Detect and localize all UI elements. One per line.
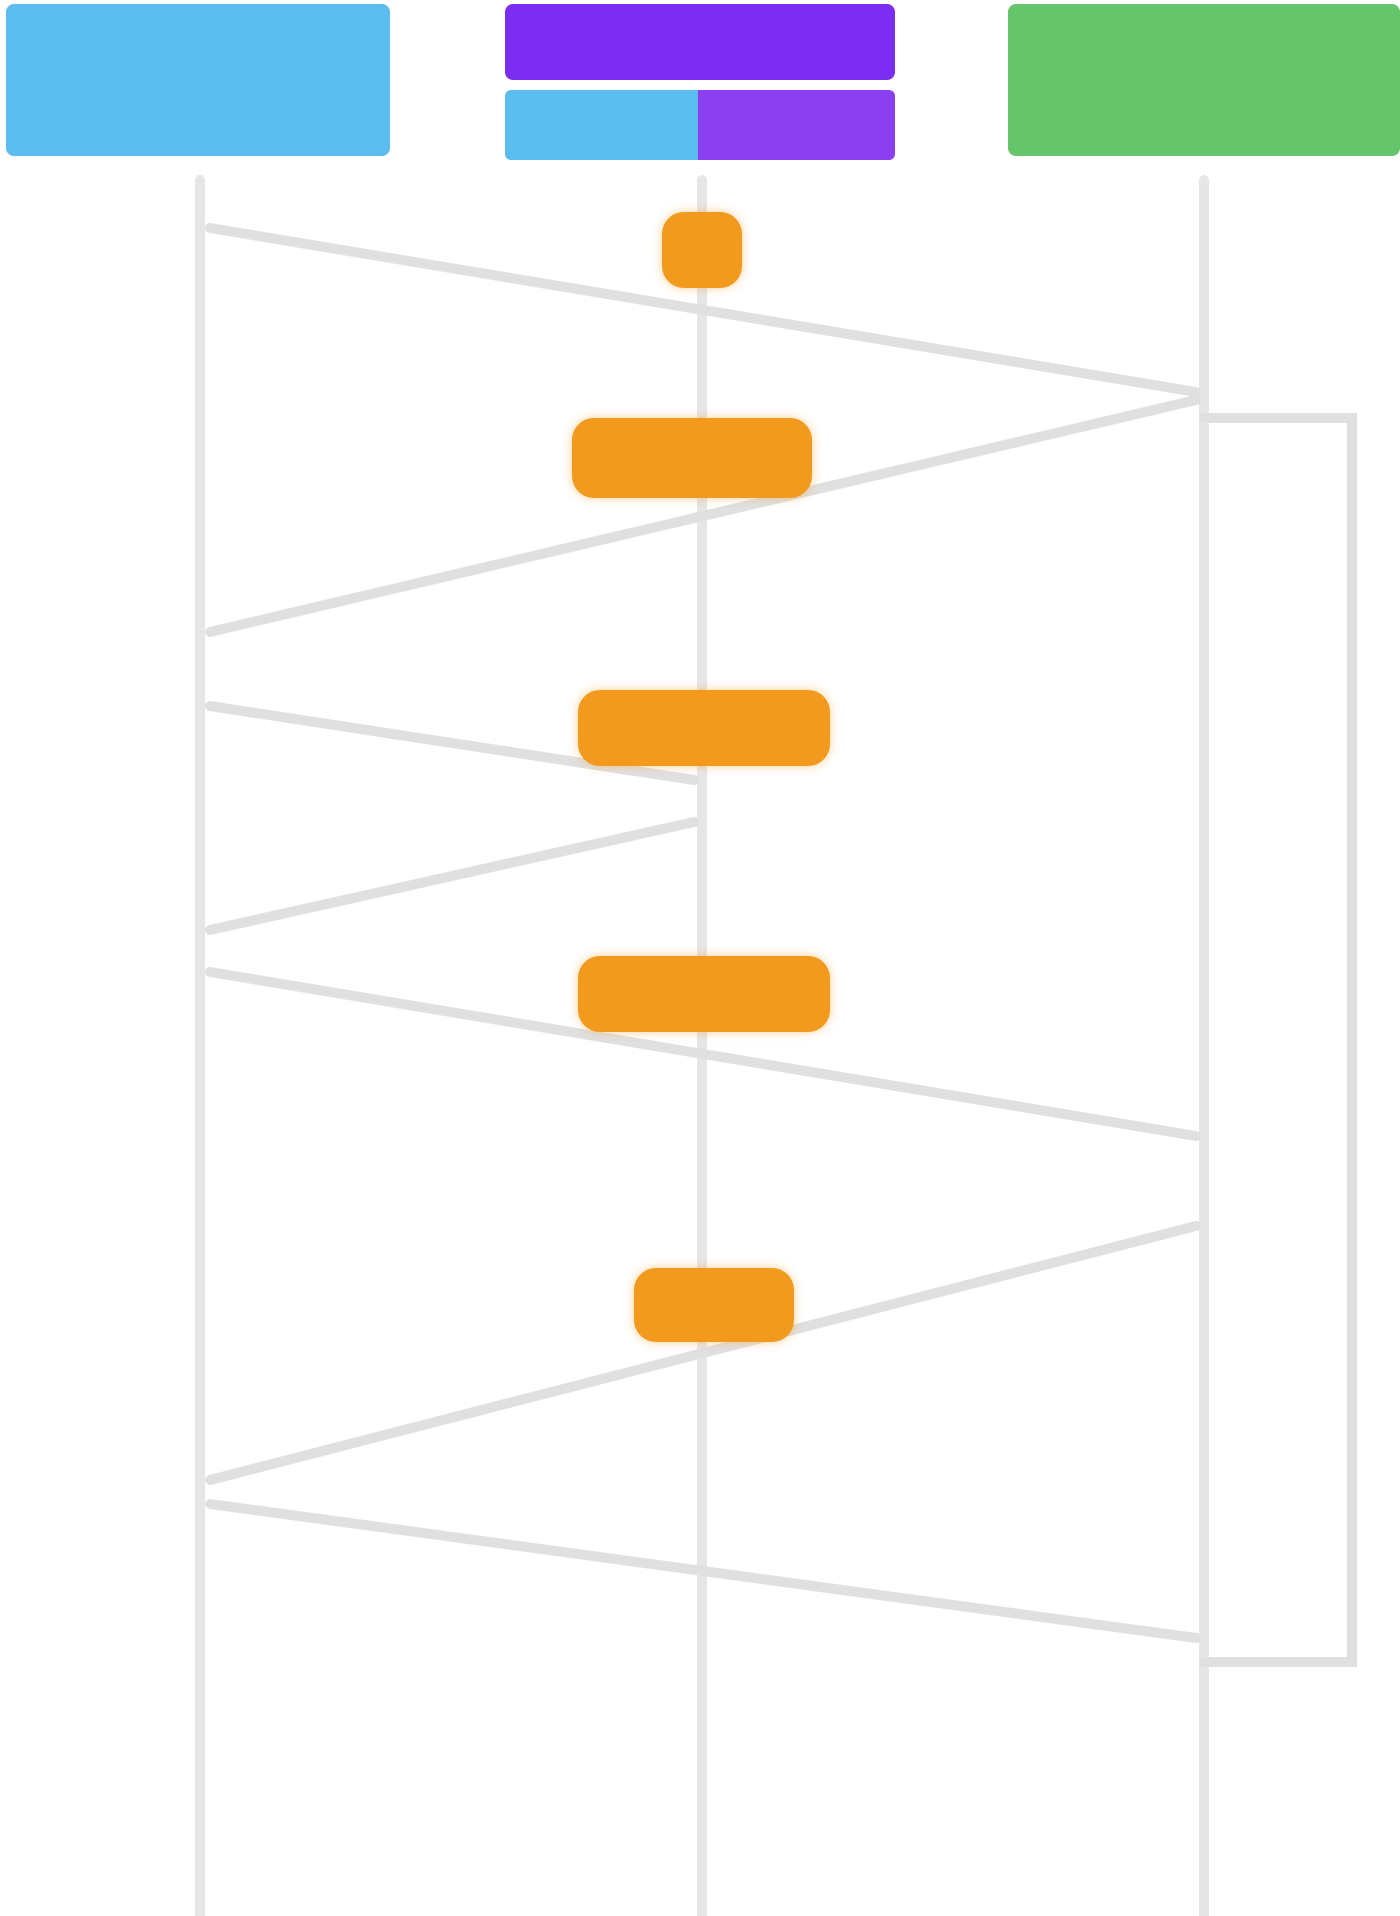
arrow-1 bbox=[205, 223, 1201, 397]
arrow-6 bbox=[205, 1221, 1201, 1485]
step-1 bbox=[662, 212, 742, 288]
loop-bracket bbox=[1199, 413, 1357, 1667]
arrow-7 bbox=[205, 1499, 1201, 1643]
step-3 bbox=[578, 690, 830, 766]
arrow-3 bbox=[205, 701, 699, 785]
middle-lane-sub-right bbox=[698, 90, 895, 160]
step-5 bbox=[634, 1268, 794, 1342]
middle-lane-header bbox=[505, 4, 895, 80]
step-4 bbox=[578, 956, 830, 1032]
step-2 bbox=[572, 418, 812, 498]
middle-lane-sub-left bbox=[505, 90, 698, 160]
left-lane-header bbox=[6, 4, 390, 156]
arrow-2 bbox=[205, 395, 1201, 637]
right-lane-header bbox=[1008, 4, 1400, 156]
arrow-4 bbox=[205, 817, 699, 935]
arrow-5 bbox=[205, 967, 1201, 1141]
